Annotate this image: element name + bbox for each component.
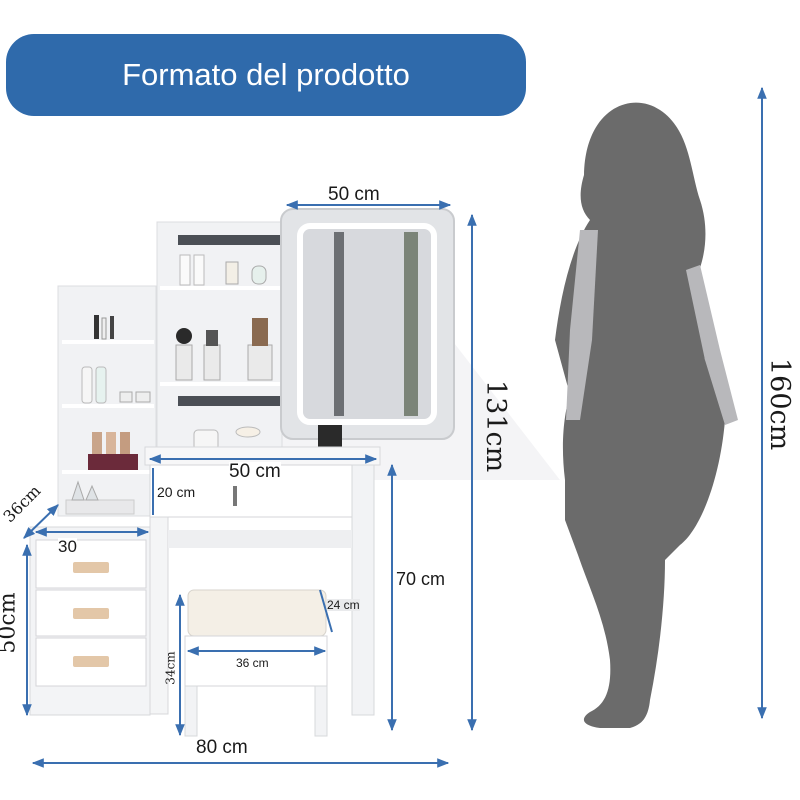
stool-depth-line	[319, 589, 333, 633]
drawer-height-label: 20 cm	[157, 484, 196, 500]
desk-height-label: 70 cm	[396, 569, 446, 589]
person-height-label: 160cm	[764, 358, 795, 451]
page-title: Formato del prodotto	[122, 57, 410, 92]
mirror-width-label: 50 cm	[328, 184, 380, 205]
drawer-cabinet	[29, 526, 151, 716]
handle-1	[73, 562, 109, 573]
total-height-label: 131cm	[480, 380, 511, 473]
stool-depth-label: 24 cm	[327, 598, 360, 612]
stool-width-label: 36 cm	[236, 656, 269, 670]
handle-2	[73, 608, 109, 619]
total-width-label: 80 cm	[196, 737, 248, 758]
cabinet-width-label: 30	[58, 537, 77, 556]
stool-height-label: 34cm	[163, 651, 178, 685]
center-shelf-unit	[156, 221, 283, 453]
handle-3	[73, 656, 109, 667]
desk-width-label: 50 cm	[229, 461, 281, 482]
cabinet-height-label: 50cm	[0, 592, 21, 654]
led-mirror	[280, 208, 455, 447]
cabinet-depth-line	[23, 504, 59, 539]
title-banner: Formato del prodotto	[6, 34, 526, 116]
dimension-lines	[22, 86, 767, 768]
person-silhouette-icon	[555, 102, 738, 728]
left-shelf-unit	[57, 285, 157, 517]
